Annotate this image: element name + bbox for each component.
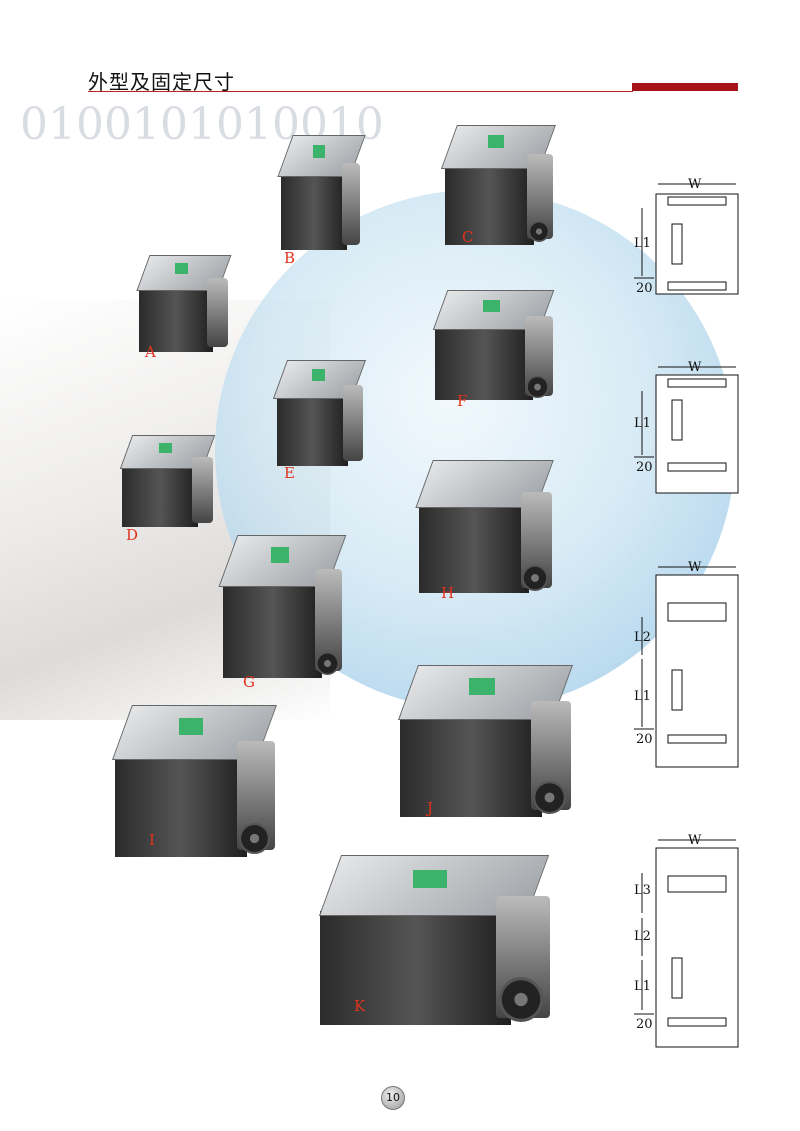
svg-text:20: 20 xyxy=(636,281,653,296)
svg-text:20: 20 xyxy=(636,460,653,475)
product-image-b xyxy=(277,135,365,260)
product-image-j xyxy=(393,665,575,830)
dimension-drawing-1: W L1 20 xyxy=(628,172,748,297)
svg-text:W: W xyxy=(688,360,702,375)
product-image-c xyxy=(440,125,556,255)
svg-text:L2: L2 xyxy=(634,929,651,944)
product-image-k xyxy=(310,855,555,1040)
svg-text:L1: L1 xyxy=(634,689,651,704)
dimension-drawing-3: W L2 L1 20 xyxy=(628,555,748,770)
product-label: C xyxy=(462,228,474,246)
svg-text:L1: L1 xyxy=(634,979,651,994)
product-label: K xyxy=(354,997,366,1015)
svg-text:L2: L2 xyxy=(634,630,651,645)
product-image-e xyxy=(273,360,367,475)
product-image-i xyxy=(108,705,278,870)
dimension-drawing-2: W L1 20 xyxy=(628,355,748,497)
product-image-a xyxy=(135,255,231,360)
product-image-f xyxy=(430,290,555,410)
svg-text:W: W xyxy=(688,833,702,848)
product-label: F xyxy=(457,392,468,410)
svg-text:W: W xyxy=(688,177,702,192)
page-title: 外型及固定尺寸 xyxy=(88,70,235,94)
title-rule xyxy=(88,91,633,92)
product-label: E xyxy=(284,464,295,482)
product-label: A xyxy=(145,343,156,361)
product-image-g xyxy=(218,535,347,690)
product-label: B xyxy=(284,249,296,267)
product-image-h xyxy=(413,460,555,605)
product-image-d xyxy=(118,435,216,535)
svg-text:L1: L1 xyxy=(634,236,651,251)
title-accent-bar xyxy=(632,83,738,91)
svg-text:L1: L1 xyxy=(634,416,651,431)
page-number: 10 xyxy=(381,1086,405,1110)
product-label: J xyxy=(427,799,434,817)
svg-text:W: W xyxy=(688,560,702,575)
product-label: G xyxy=(243,673,255,691)
dimension-drawing-4: W L3 L2 L1 20 xyxy=(628,828,748,1050)
product-label: I xyxy=(149,831,155,849)
svg-text:L3: L3 xyxy=(634,883,651,898)
svg-text:20: 20 xyxy=(636,732,653,747)
svg-text:20: 20 xyxy=(636,1017,653,1032)
product-label: D xyxy=(126,526,139,544)
product-label: H xyxy=(441,584,455,602)
